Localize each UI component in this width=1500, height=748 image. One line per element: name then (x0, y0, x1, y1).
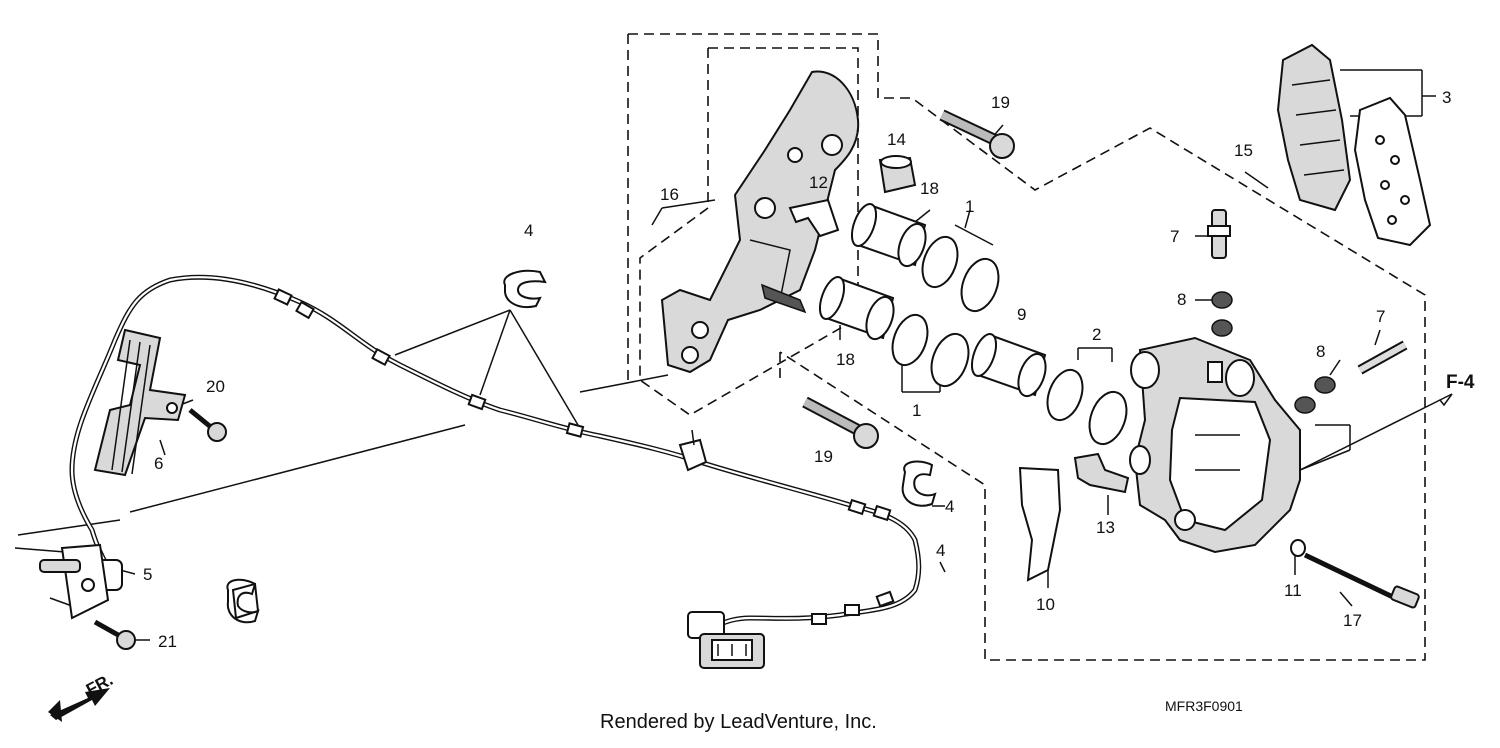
callout-19b: 19 (814, 447, 833, 466)
callout-7a: 7 (1170, 227, 1179, 246)
callout-4c: 4 (936, 541, 945, 560)
seals-1-lower (891, 313, 970, 388)
seals-2 (1046, 368, 1128, 446)
callout-1b: 1 (912, 401, 921, 420)
bolt-19-top (939, 109, 1015, 159)
caliper-body (1129, 336, 1301, 554)
pad-spring-10 (1018, 466, 1062, 582)
callout-6: 6 (154, 454, 163, 473)
washer-8-right (1294, 376, 1336, 414)
clamp-4-top (503, 269, 547, 308)
brake-pads (1276, 43, 1432, 247)
pin-13 (1073, 452, 1130, 494)
clamp-4-mid (901, 460, 937, 507)
bleeder-7-right (1357, 340, 1408, 375)
callout-1a: 1 (965, 197, 974, 216)
sensor-bracket (93, 328, 187, 477)
washer-8-top (1211, 291, 1233, 337)
wheel-speed-sensor (39, 543, 123, 620)
piston-18-lower (818, 276, 895, 341)
piston-9 (970, 333, 1047, 398)
callout-7b: 7 (1376, 307, 1385, 326)
sensor-wire-harness (39, 269, 937, 669)
callout-21: 21 (158, 632, 177, 651)
bleeder-7-top (1207, 209, 1231, 259)
ref-marker-f4: F-4 (1446, 372, 1475, 393)
callout-4a: 4 (524, 221, 533, 240)
bolt-21 (93, 619, 136, 650)
callout-16: 16 (660, 185, 679, 204)
callout-19a: 19 (991, 93, 1010, 112)
diagram-code: MFR3F0901 (1165, 698, 1243, 714)
callout-18b: 18 (836, 350, 855, 369)
piston-18-upper (850, 203, 927, 268)
pad-pin-17 (1303, 552, 1420, 609)
callout-20: 20 (206, 377, 225, 396)
render-credit: Rendered by LeadVenture, Inc. (600, 711, 877, 733)
clamp-4-low (226, 578, 260, 624)
callout-9: 9 (1017, 305, 1026, 324)
callout-18a: 18 (920, 179, 939, 198)
bolt-20 (188, 408, 227, 442)
callout-17: 17 (1343, 611, 1362, 630)
leader-lines (14, 69, 1453, 641)
washer-11 (1290, 539, 1306, 557)
callout-2: 2 (1092, 325, 1101, 344)
callout-4b: 4 (945, 497, 954, 516)
callout-12: 12 (809, 173, 828, 192)
callout-5: 5 (143, 565, 152, 584)
callout-14: 14 (887, 130, 906, 149)
callout-8b: 8 (1316, 342, 1325, 361)
sensor-connector (687, 611, 765, 669)
bolt-19-bottom (802, 396, 879, 449)
callout-11: 11 (1284, 581, 1302, 600)
callout-labels: 1 1 2 3 4 4 4 5 6 7 7 8 8 9 10 11 12 13 … (83, 88, 1475, 700)
caliper-bracket (660, 70, 860, 374)
callout-8a: 8 (1177, 290, 1186, 309)
callout-3: 3 (1442, 88, 1451, 107)
seals-1-upper (921, 235, 1000, 313)
callout-10: 10 (1036, 595, 1055, 614)
callout-13: 13 (1096, 518, 1115, 537)
pad-spring-12 (788, 198, 840, 238)
callout-15: 15 (1234, 141, 1253, 160)
pin-boot-14 (878, 155, 917, 194)
front-direction-arrow-icon (48, 688, 110, 722)
